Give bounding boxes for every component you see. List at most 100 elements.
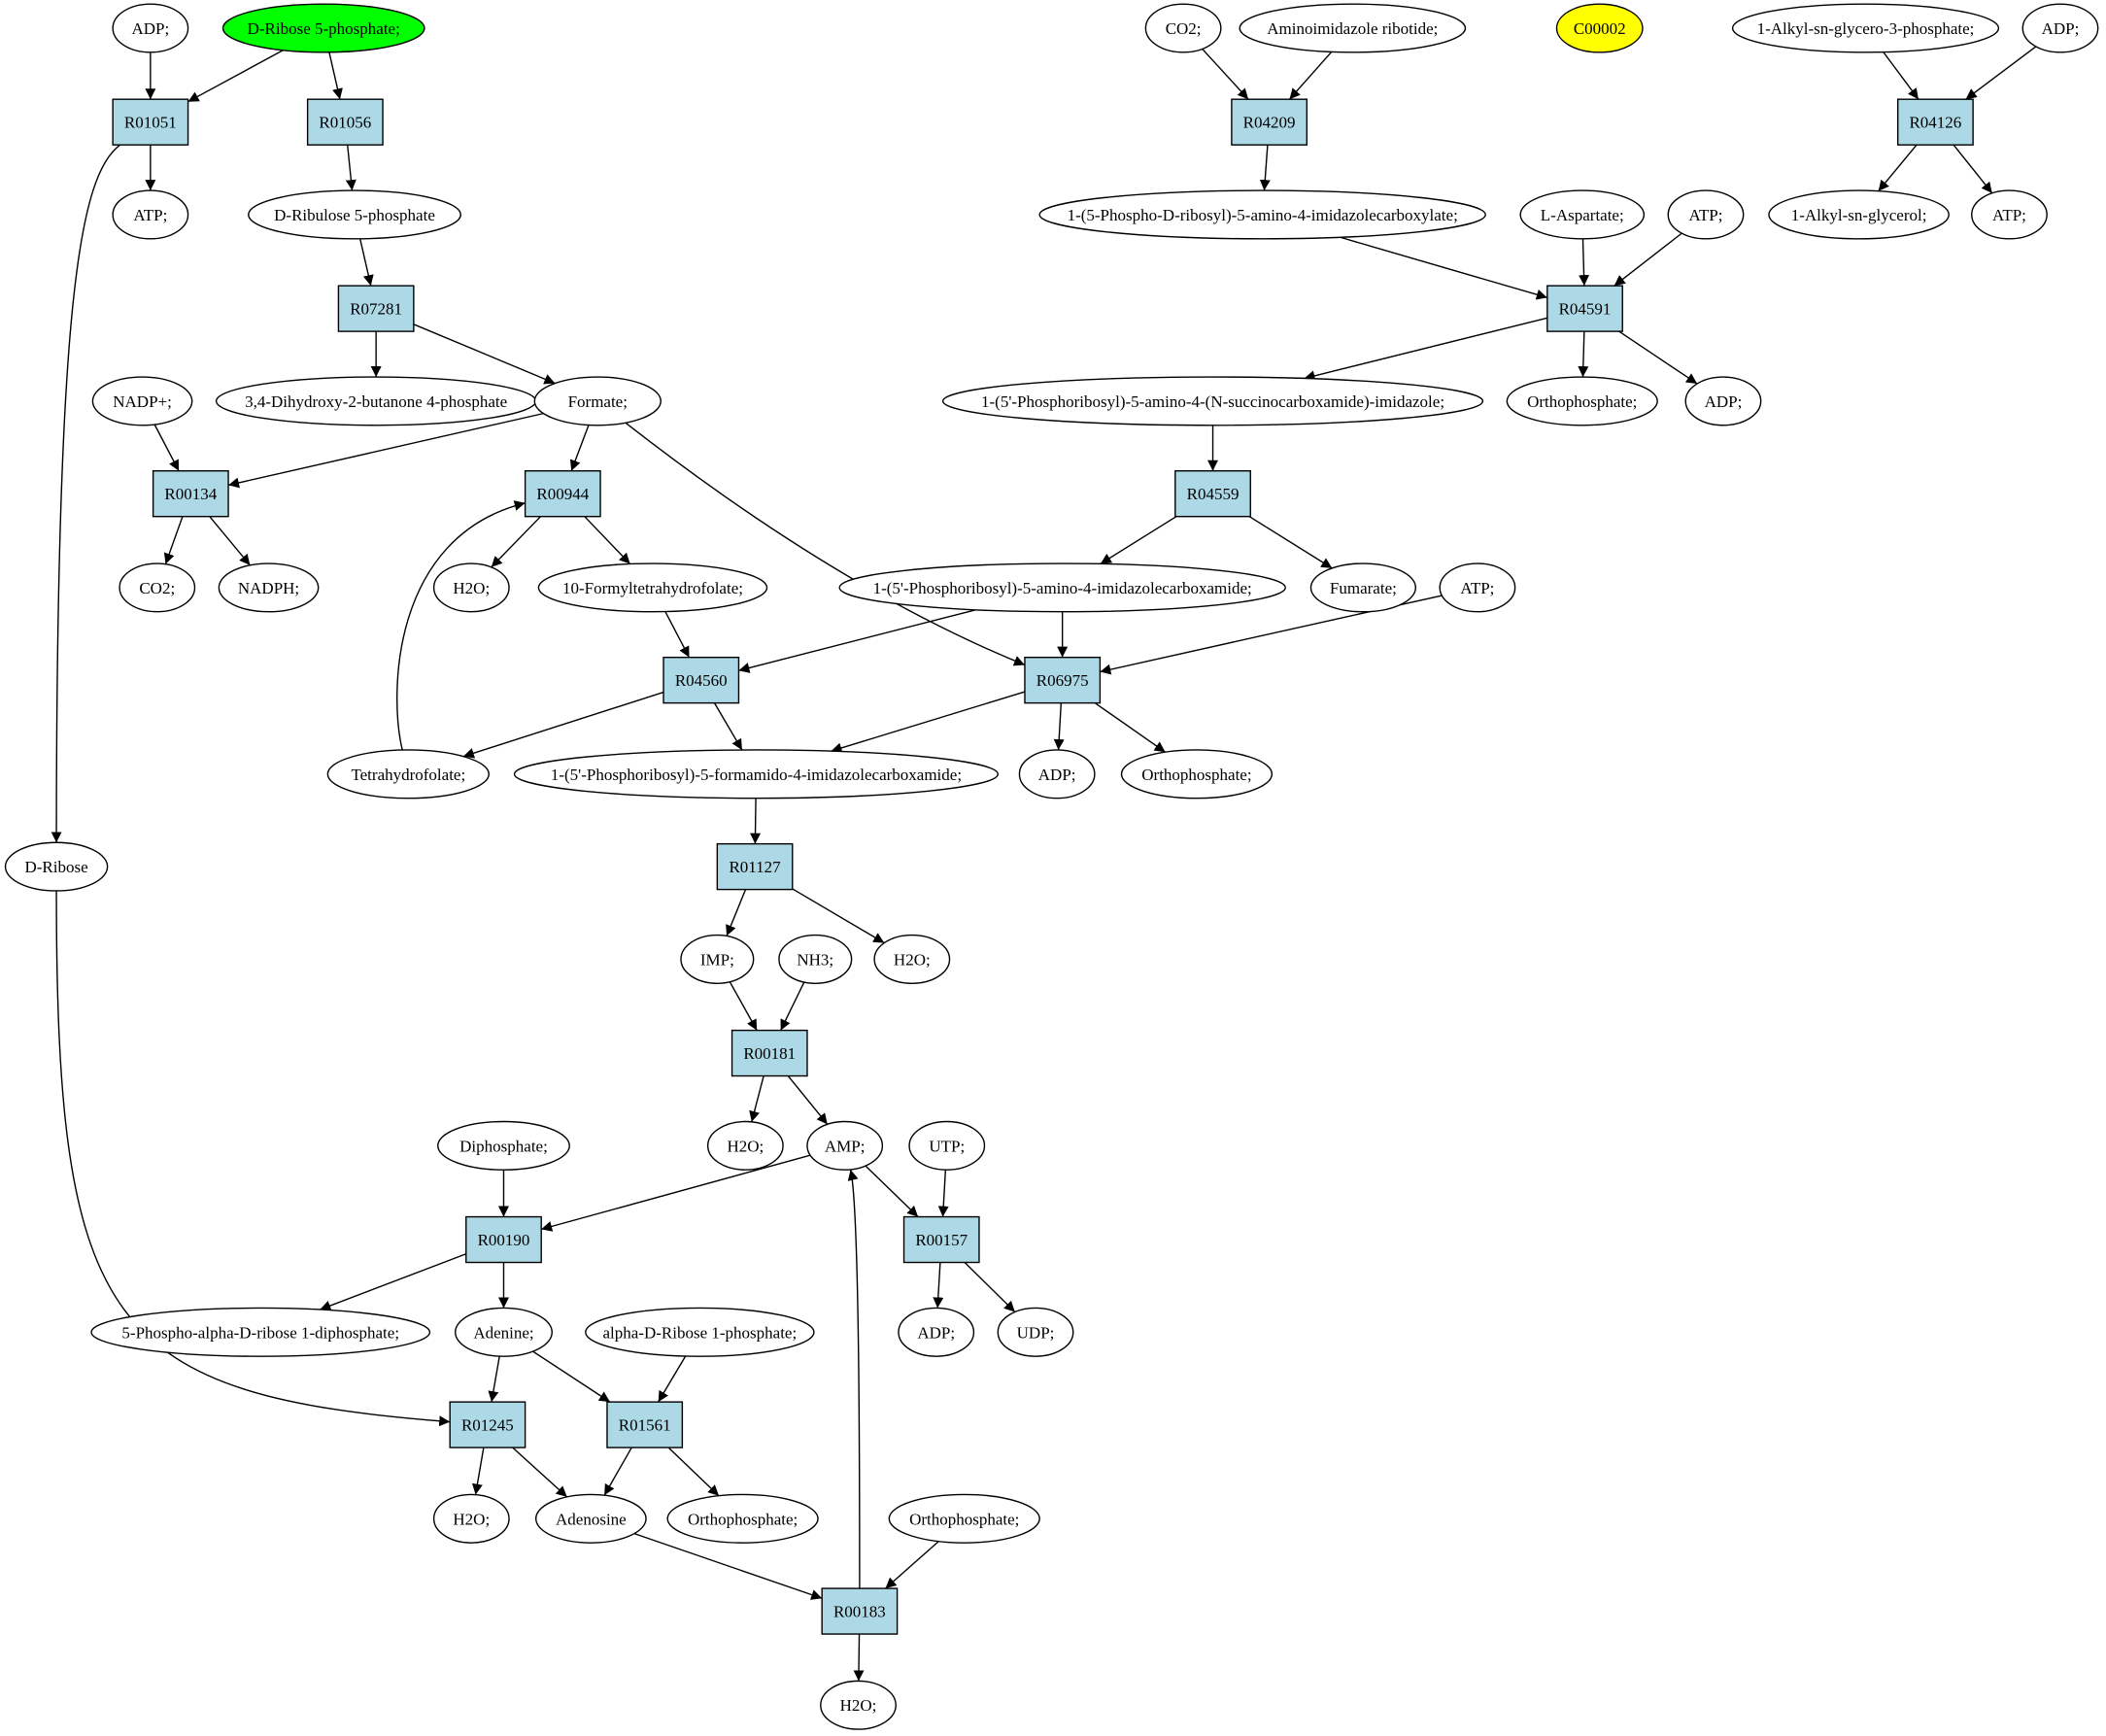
reaction-node-R04560[interactable]: R04560 — [662, 656, 740, 704]
reaction-node-R07281[interactable]: R07281 — [337, 285, 415, 332]
compound-ellipse — [820, 1680, 897, 1730]
compound-node-r5p[interactable]: D-Ribose 5-phosphate; — [221, 3, 425, 53]
edge-R00157-to-adp_5 — [933, 1262, 944, 1309]
compound-node-adp-3[interactable]: ADP; — [1684, 376, 1762, 426]
compound-label: 1-(5'-Phosphoribosyl)-5-amino-4-imidazol… — [873, 579, 1252, 597]
edge-R04560-to-faicar — [713, 702, 743, 751]
reaction-node-R00181[interactable]: R00181 — [730, 1029, 808, 1077]
compound-ellipse — [119, 562, 196, 613]
reaction-node-R01561[interactable]: R01561 — [606, 1401, 684, 1448]
edge-R04559-to-fumarate — [1248, 516, 1333, 569]
compound-ellipse — [1731, 3, 2000, 53]
compound-label: ATP; — [1992, 206, 2026, 224]
compound-node-orthop-4[interactable]: Orthophosphate; — [888, 1493, 1040, 1544]
compound-label: Aminoimidazole ribotide; — [1267, 19, 1438, 38]
reaction-node-R01051[interactable]: R01051 — [112, 98, 189, 146]
compound-node-utp[interactable]: UTP; — [908, 1120, 986, 1171]
compound-node-faicar[interactable]: 1-(5'-Phosphoribosyl)-5-formamido-4-imid… — [513, 749, 1000, 800]
compound-node-alkylg[interactable]: 1-Alkyl-sn-glycerol; — [1768, 189, 1950, 240]
compound-node-nadpp[interactable]: NADP+; — [91, 376, 193, 426]
reaction-label: R07281 — [350, 300, 402, 319]
compound-node-orthop-3[interactable]: Orthophosphate; — [666, 1493, 819, 1544]
reaction-node-R01056[interactable]: R01056 — [306, 98, 384, 146]
compound-ellipse — [513, 749, 1000, 800]
compound-node-saicar[interactable]: 1-(5'-Phosphoribosyl)-5-amino-4-(N-succi… — [941, 376, 1484, 426]
reaction-box — [1896, 98, 1974, 146]
reaction-node-R04559[interactable]: R04559 — [1174, 470, 1251, 518]
edge-adenine-to-R01561 — [532, 1350, 611, 1403]
compound-label: H2O; — [894, 950, 931, 969]
compound-ellipse — [221, 3, 425, 53]
compound-node-diphosphate[interactable]: Diphosphate; — [437, 1120, 570, 1171]
compound-node-adp-4[interactable]: ADP; — [1018, 749, 1096, 800]
compound-node-nh3[interactable]: NH3; — [778, 934, 853, 984]
compound-node-air[interactable]: Aminoimidazole ribotide; — [1239, 3, 1467, 53]
reaction-box — [524, 470, 601, 518]
reaction-node-R00183[interactable]: R00183 — [821, 1587, 899, 1635]
reaction-node-R06975[interactable]: R06975 — [1024, 656, 1102, 704]
compound-node-h2o-3[interactable]: H2O; — [706, 1120, 784, 1171]
reaction-node-R01127[interactable]: R01127 — [716, 842, 794, 891]
compound-node-c00002[interactable]: C00002 — [1555, 3, 1644, 53]
compound-node-co2-2[interactable]: CO2; — [119, 562, 196, 613]
compound-node-ru5p[interactable]: D-Ribulose 5-phosphate — [248, 189, 461, 240]
compound-node-adp-5[interactable]: ADP; — [898, 1307, 975, 1357]
compound-node-adp-2[interactable]: ADP; — [2021, 3, 2099, 53]
reaction-node-R01245[interactable]: R01245 — [449, 1401, 526, 1448]
compound-label: alpha-D-Ribose 1-phosphate; — [603, 1323, 798, 1342]
compound-node-aicar[interactable]: 1-(5'-Phosphoribosyl)-5-amino-4-imidazol… — [838, 562, 1286, 613]
reaction-node-R04209[interactable]: R04209 — [1231, 98, 1308, 146]
compound-node-adenine[interactable]: Adenine; — [455, 1307, 553, 1357]
compound-node-atp-4[interactable]: ATP; — [1439, 562, 1516, 613]
compound-node-h2o-5[interactable]: H2O; — [820, 1680, 897, 1730]
compound-node-prpp[interactable]: 5-Phospho-alpha-D-ribose 1-diphosphate; — [90, 1307, 431, 1357]
compound-node-atp-1[interactable]: ATP; — [112, 189, 189, 240]
edge-R01051-to-dribose — [51, 144, 120, 843]
compound-node-h2o-2[interactable]: H2O; — [873, 934, 951, 984]
edge-R01056-to-ru5p — [345, 145, 357, 191]
compound-node-formate[interactable]: Formate; — [533, 376, 662, 426]
edge-amp-to-R00157 — [865, 1165, 919, 1218]
compound-node-atp-3[interactable]: ATP; — [1971, 189, 2048, 240]
compound-node-imp[interactable]: IMP; — [680, 934, 755, 984]
compound-node-orthop-1[interactable]: Orthophosphate; — [1506, 376, 1658, 426]
compound-ellipse — [706, 1120, 784, 1171]
compound-node-adenosine[interactable]: Adenosine — [534, 1493, 647, 1544]
compound-node-thf[interactable]: Tetrahydrofolate; — [326, 749, 490, 800]
compound-node-h2o-4[interactable]: H2O; — [432, 1493, 510, 1544]
compound-node-orthop-2[interactable]: Orthophosphate; — [1120, 749, 1274, 800]
reaction-node-R00157[interactable]: R00157 — [902, 1215, 980, 1264]
compound-node-h2o-1[interactable]: H2O; — [432, 562, 510, 613]
compound-node-asp[interactable]: L-Aspartate; — [1519, 189, 1646, 240]
compound-node-10fthf[interactable]: 10-Formyltetrahydrofolate; — [537, 562, 768, 613]
reaction-node-R00190[interactable]: R00190 — [465, 1215, 542, 1264]
compound-node-amp[interactable]: AMP; — [806, 1120, 884, 1171]
compound-label: ADP; — [917, 1323, 955, 1342]
compound-node-alkylg3p[interactable]: 1-Alkyl-sn-glycero-3-phosphate; — [1731, 3, 2000, 53]
compound-ellipse — [2021, 3, 2099, 53]
reaction-label: R04560 — [675, 671, 728, 690]
reaction-node-R04591[interactable]: R04591 — [1546, 285, 1623, 332]
compound-ellipse — [1038, 189, 1486, 240]
reaction-node-R00134[interactable]: R00134 — [152, 470, 229, 518]
compound-node-r1p[interactable]: alpha-D-Ribose 1-phosphate; — [585, 1307, 815, 1357]
compound-ellipse — [908, 1120, 986, 1171]
reaction-label: R00183 — [833, 1603, 886, 1621]
edge-R00183-to-h2o_5 — [853, 1634, 865, 1682]
compound-node-cair[interactable]: 1-(5-Phospho-D-ribosyl)-5-amino-4-imidaz… — [1038, 189, 1486, 240]
compound-node-fumarate[interactable]: Fumarate; — [1309, 562, 1417, 613]
reaction-node-R00944[interactable]: R00944 — [524, 470, 601, 518]
compound-node-co2-1[interactable]: CO2; — [1144, 3, 1222, 53]
compound-label: ADP; — [2042, 19, 2080, 38]
compound-node-adp-1[interactable]: ADP; — [112, 3, 189, 53]
edge-atp_2-to-R04591 — [1613, 232, 1682, 287]
compound-node-dhbp[interactable]: 3,4-Dihydroxy-2-butanone 4-phosphate — [215, 376, 537, 426]
edge-dribose-to-R01245 — [55, 890, 451, 1427]
edge-imp-to-R00181 — [729, 981, 758, 1031]
compound-node-dribose[interactable]: D-Ribose — [4, 841, 109, 892]
reaction-node-R04126[interactable]: R04126 — [1896, 98, 1974, 146]
compound-node-atp-2[interactable]: ATP; — [1667, 189, 1745, 240]
edge-faicar-to-R01127 — [750, 798, 762, 844]
compound-node-nadph[interactable]: NADPH; — [218, 562, 320, 613]
compound-node-udp[interactable]: UDP; — [997, 1307, 1074, 1357]
